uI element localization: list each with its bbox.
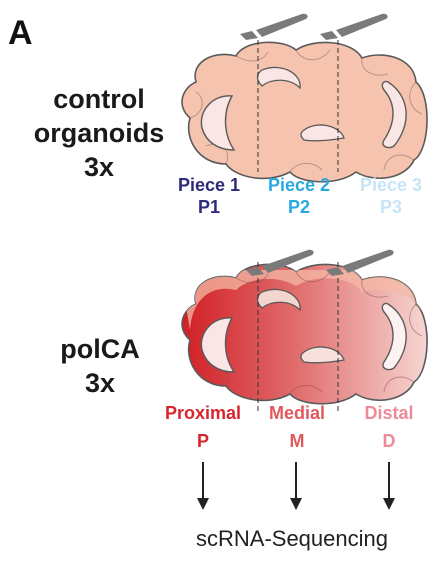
polca-organoid bbox=[181, 263, 428, 405]
control-lumen-left bbox=[200, 95, 236, 151]
polca-lumen-center-top bbox=[256, 288, 301, 312]
polca-label-line2: 3x bbox=[84, 368, 116, 398]
blade-icon bbox=[326, 249, 394, 276]
piece-1-label: Piece 1 P1 bbox=[154, 174, 264, 218]
piece-3-code: P3 bbox=[379, 197, 403, 217]
piece-1-code: P1 bbox=[197, 197, 221, 217]
region-medial-label: Medial M bbox=[242, 402, 352, 452]
control-lumen-right bbox=[381, 80, 407, 149]
control-label-line3: 3x bbox=[83, 152, 115, 182]
piece-3-label: Piece 3 P3 bbox=[336, 174, 446, 218]
control-organoid-body bbox=[181, 41, 428, 183]
piece-1-name: Piece 1 bbox=[177, 175, 241, 195]
polca-label-line1: polCA bbox=[60, 334, 140, 364]
region-distal-label: Distal D bbox=[334, 402, 444, 452]
control-lumen-center-bottom bbox=[300, 124, 345, 142]
piece-2-name: Piece 2 bbox=[267, 175, 331, 195]
control-lumen-center-top bbox=[256, 66, 301, 90]
output-method-label: scRNA-Sequencing bbox=[196, 526, 388, 551]
control-organoid bbox=[181, 41, 428, 183]
control-organoid-bumps bbox=[189, 49, 423, 173]
polca-lumen-center-bottom bbox=[300, 346, 345, 364]
arrow-icon bbox=[383, 462, 395, 510]
blade-icon bbox=[240, 13, 308, 40]
region-proximal-label: Proximal P bbox=[148, 402, 258, 452]
polca-organoid-bumps bbox=[205, 271, 423, 395]
control-label-line2: organoids bbox=[33, 118, 165, 148]
blade-icon bbox=[320, 13, 388, 40]
arrow-icon bbox=[290, 462, 302, 510]
arrow-icon bbox=[197, 462, 209, 510]
control-group-label: control organoids 3x bbox=[18, 82, 180, 184]
region-distal-code: D bbox=[382, 431, 396, 451]
piece-3-name: Piece 3 bbox=[359, 175, 423, 195]
piece-2-code: P2 bbox=[287, 197, 311, 217]
piece-2-label: Piece 2 P2 bbox=[244, 174, 354, 218]
polca-lumen-right bbox=[381, 302, 407, 371]
blade-icon bbox=[246, 249, 314, 276]
region-proximal-code: P bbox=[196, 431, 209, 451]
region-distal-name: Distal bbox=[364, 403, 414, 423]
polca-lumen-left bbox=[200, 317, 236, 373]
region-medial-name: Medial bbox=[268, 403, 325, 423]
region-proximal-name: Proximal bbox=[164, 403, 242, 423]
polca-organoid-top-bumps bbox=[182, 270, 420, 330]
panel-label: A bbox=[8, 14, 33, 52]
control-label-line1: control bbox=[53, 84, 145, 114]
region-medial-code: M bbox=[289, 431, 305, 451]
polca-group-label: polCA 3x bbox=[40, 332, 160, 400]
